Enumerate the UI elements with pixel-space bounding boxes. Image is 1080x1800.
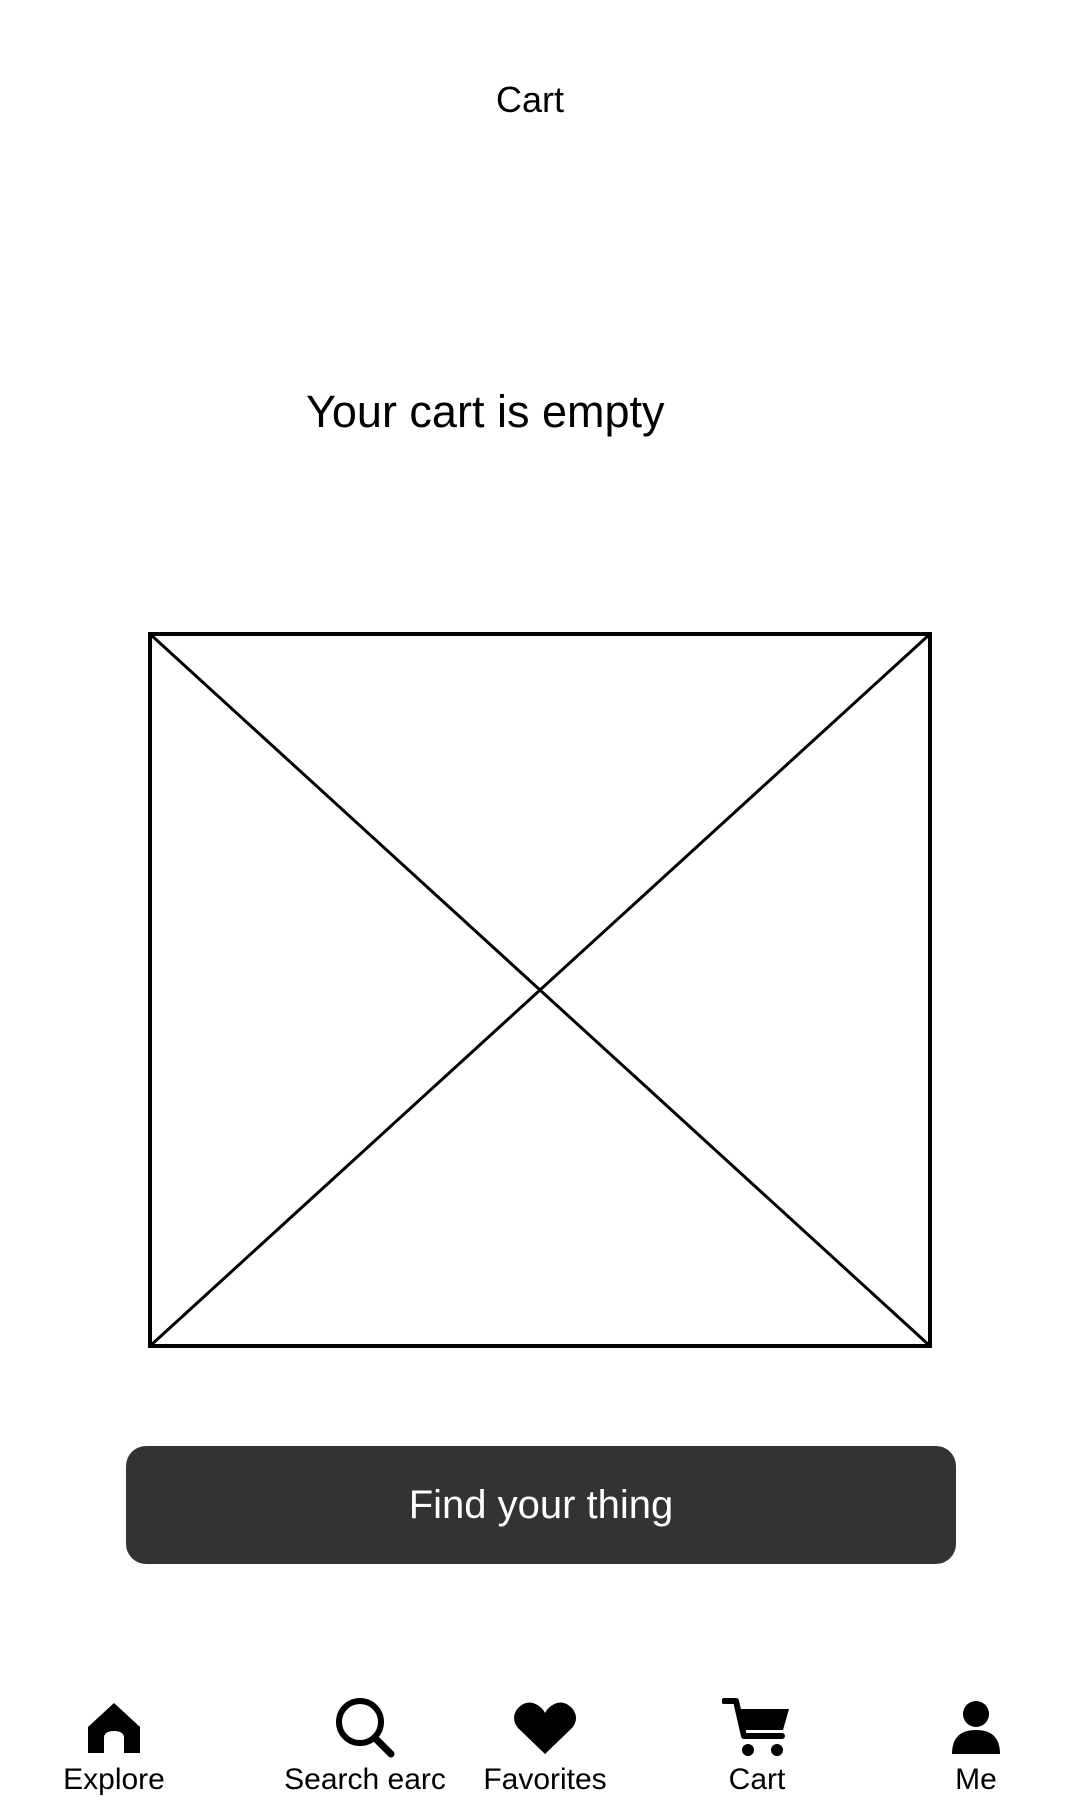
search-icon [265,1696,465,1760]
cart-icon [657,1696,857,1760]
nav-label-cart: Cart [728,1763,786,1796]
home-icon [14,1696,214,1760]
find-your-thing-button[interactable]: Find your thing [126,1446,956,1564]
nav-label-favorites: Favorites [483,1763,607,1796]
nav-item-me[interactable]: Me [876,1688,1076,1800]
empty-cart-message: Your cart is empty [306,386,665,437]
image-placeholder [148,632,932,1348]
nav-item-explore[interactable]: Explore [14,1688,214,1800]
nav-label-explore: Explore [63,1763,165,1796]
nav-item-favorites[interactable]: Favorites [445,1688,645,1800]
nav-item-search[interactable]: Search earc [265,1688,465,1800]
heart-icon [445,1696,645,1760]
bottom-nav: Explore Search earc Favorites [0,1688,1080,1800]
person-icon [876,1696,1076,1760]
nav-label-me: Me [955,1763,997,1796]
nav-item-cart[interactable]: Cart [657,1688,857,1800]
nav-label-search: Search earc [284,1763,446,1796]
page-title: Cart [495,79,564,120]
